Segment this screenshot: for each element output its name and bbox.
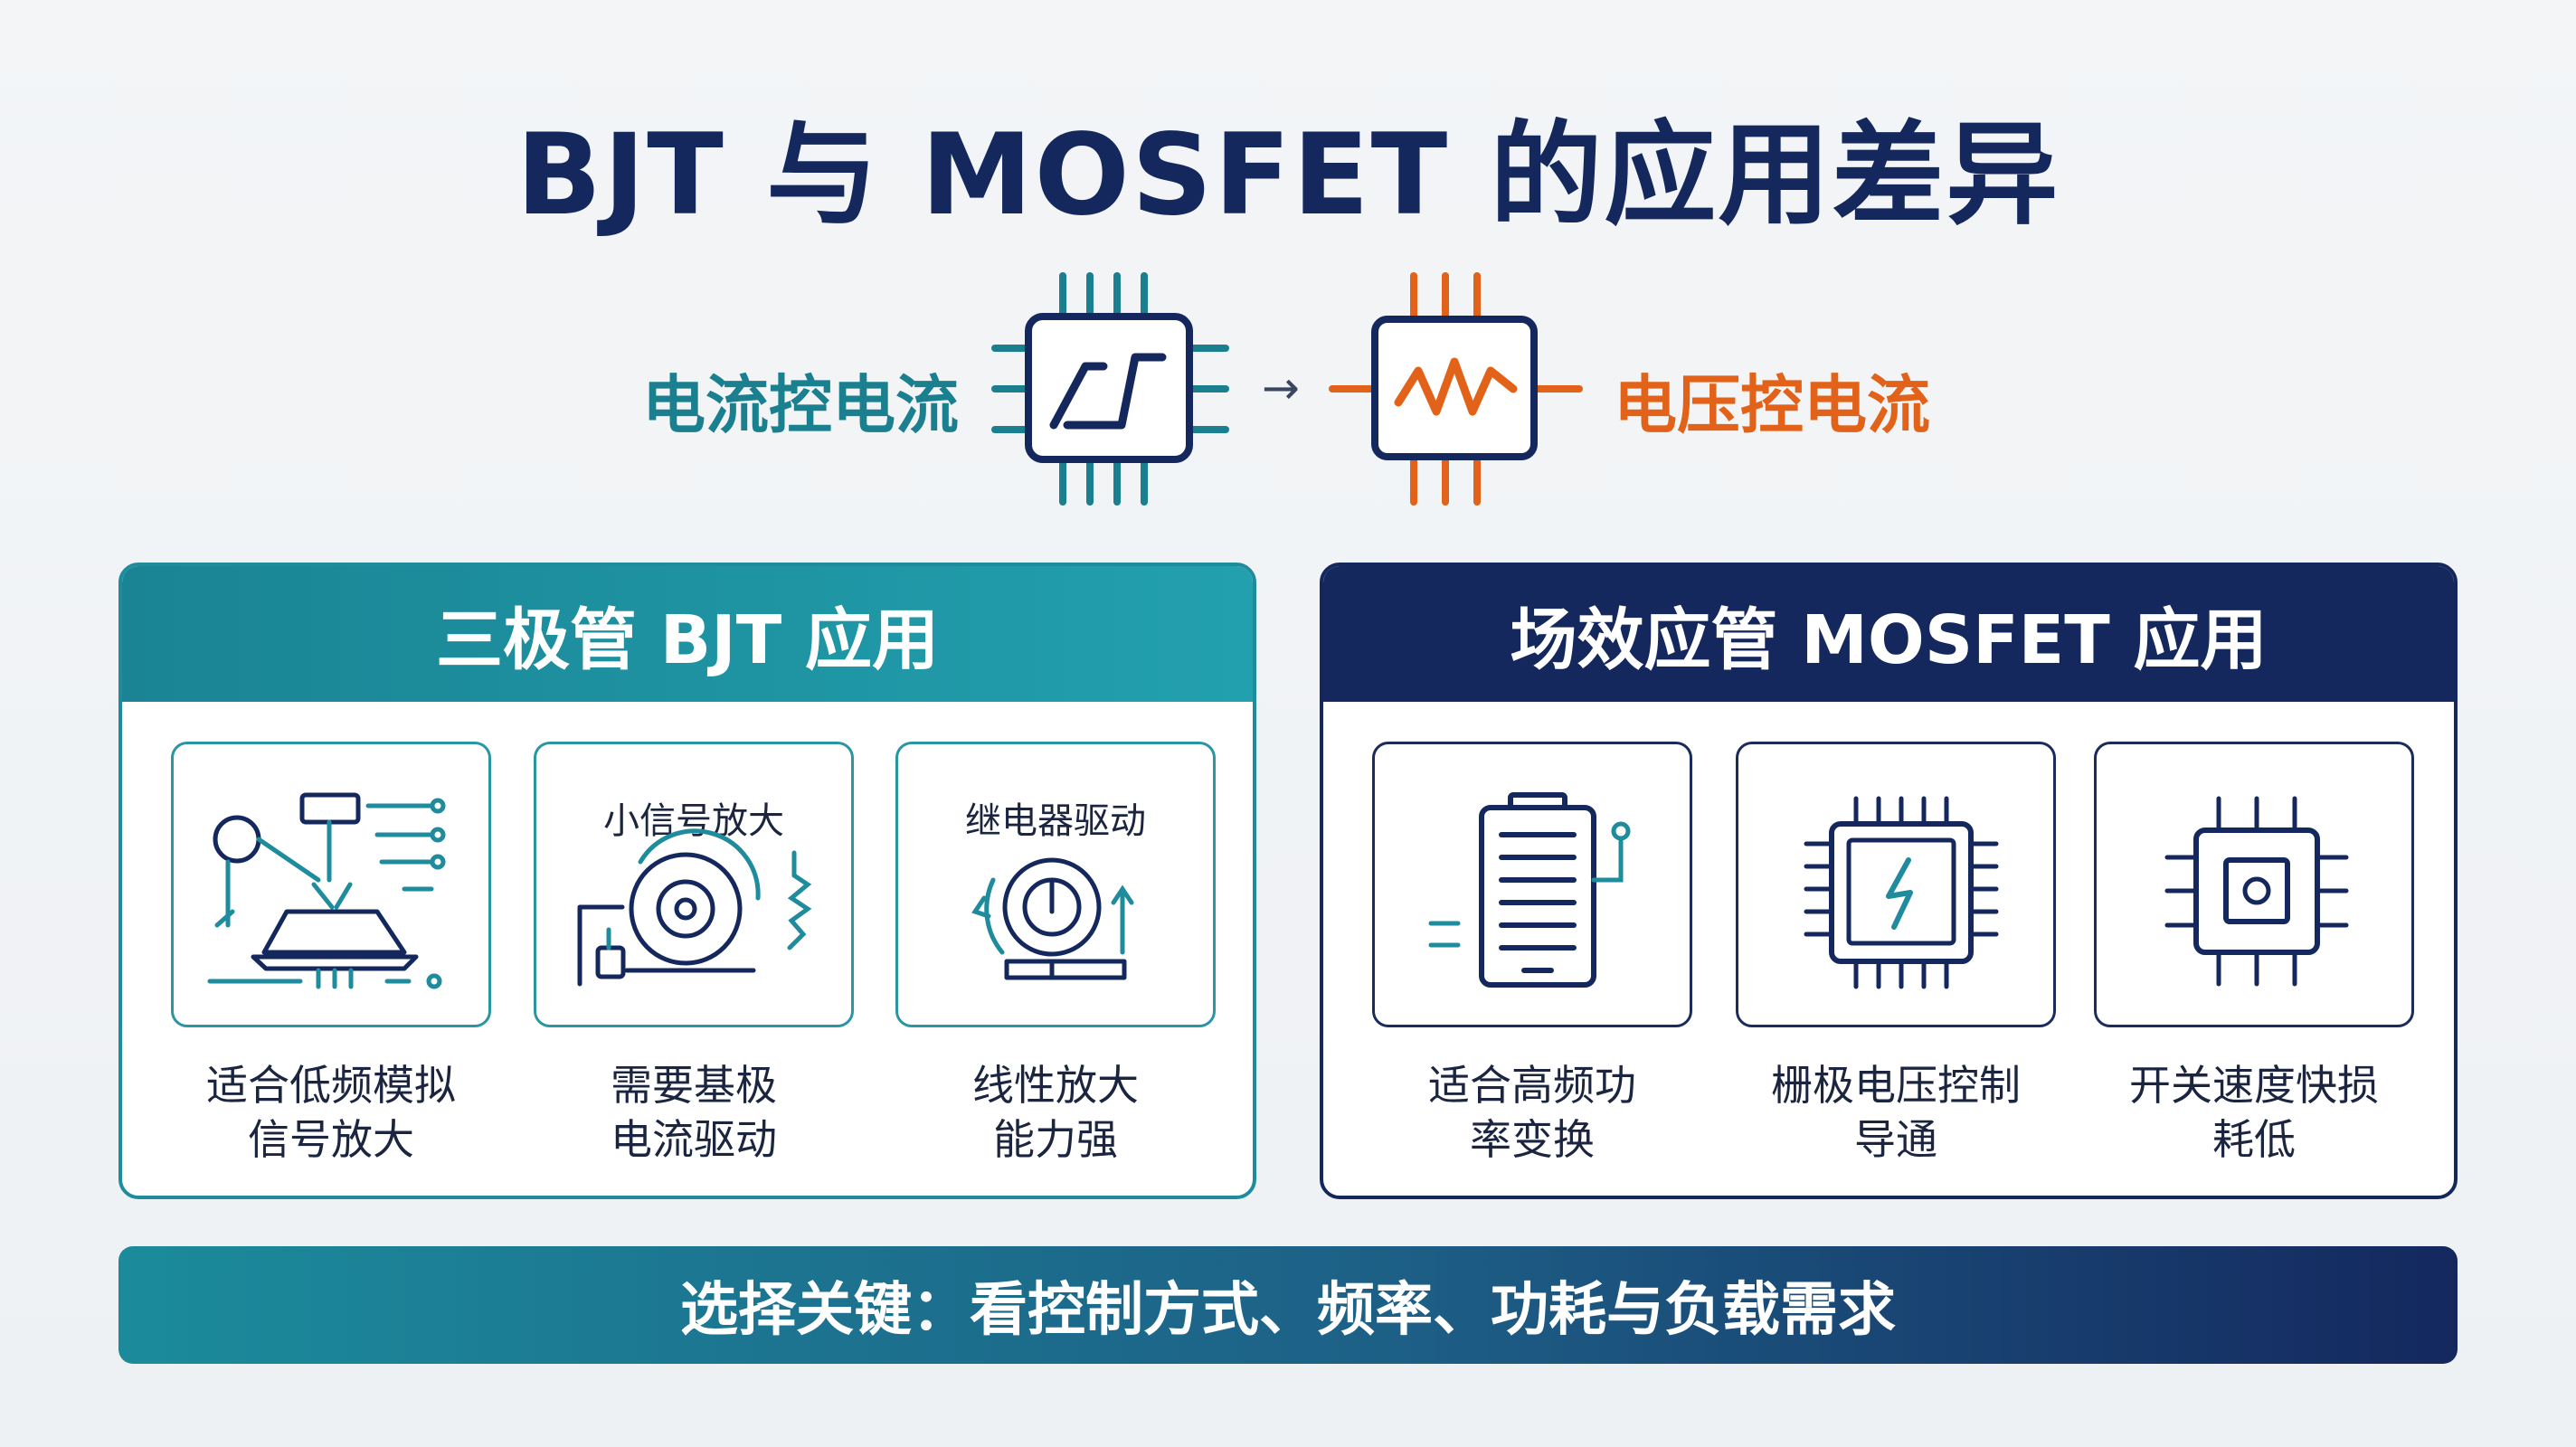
current-control-label: 电流控电流 — [642, 368, 959, 442]
caption-line: 能力强 — [993, 1115, 1118, 1164]
bjt-card-relay: 继电器驱动 — [895, 742, 1216, 1027]
mosfet-caption-power: 适合高频功 率变换 — [1372, 1058, 1692, 1167]
relay-icon — [971, 857, 1134, 980]
page-title: BJT 与 MOSFET 的应用差异 — [516, 110, 2060, 241]
bjt-panel: 三极管 BJT 应用 小 — [118, 563, 1256, 1199]
caption-line: 电流驱动 — [611, 1115, 777, 1164]
bjt-caption-analog: 适合低频模拟 信号放大 — [171, 1058, 491, 1167]
caption-line: 栅极电压控制 — [1771, 1061, 2021, 1110]
caption-line: 耗低 — [2212, 1115, 2296, 1164]
bjt-caption-small-signal: 需要基极 电流驱动 — [534, 1058, 854, 1167]
caption-line: 开关速度快损 — [2129, 1061, 2379, 1110]
mosfet-caption-switch: 开关速度快损 耗低 — [2094, 1058, 2414, 1167]
caption-line: 信号放大 — [248, 1115, 414, 1164]
caption-line: 导通 — [1854, 1115, 1937, 1164]
mosfet-card-switch — [2094, 742, 2414, 1027]
bjt-chip-icon — [991, 272, 1229, 506]
battery-icon — [1428, 792, 1631, 988]
caption-line: 适合低频模拟 — [206, 1061, 456, 1110]
bjt-panel-heading: 三极管 BJT 应用 — [122, 566, 1253, 702]
card-title: 继电器驱动 — [965, 800, 1146, 842]
caption-line: 率变换 — [1470, 1115, 1595, 1164]
analog-circuit-icon — [207, 792, 446, 989]
mosfet-card-power — [1372, 742, 1692, 1027]
gate-chip-icon — [1804, 796, 1999, 989]
switch-chip-icon — [2164, 796, 2349, 987]
mosfet-panel: 场效应管 MOSFET 应用 — [1320, 563, 2458, 1199]
signal-amplifier-icon — [577, 828, 812, 987]
mosfet-caption-gate: 栅极电压控制 导通 — [1736, 1058, 2056, 1167]
bjt-caption-relay: 线性放大 能力强 — [895, 1058, 1216, 1167]
arrow-icon: → — [1262, 362, 1300, 414]
selection-key-banner: 选择关键：看控制方式、频率、功耗与负载需求 — [118, 1246, 2458, 1364]
bjt-card-analog — [171, 742, 491, 1027]
caption-line: 需要基极 — [611, 1061, 777, 1110]
mosfet-card-gate — [1736, 742, 2056, 1027]
card-title: 小信号放大 — [603, 800, 784, 842]
voltage-control-label: 电压控电流 — [1614, 368, 1930, 442]
caption-line: 适合高频功 — [1428, 1061, 1636, 1110]
bjt-card-small-signal: 小信号放大 — [534, 742, 854, 1027]
mosfet-panel-heading: 场效应管 MOSFET 应用 — [1323, 566, 2454, 702]
mosfet-chip-icon — [1329, 272, 1583, 506]
caption-line: 线性放大 — [972, 1061, 1139, 1110]
